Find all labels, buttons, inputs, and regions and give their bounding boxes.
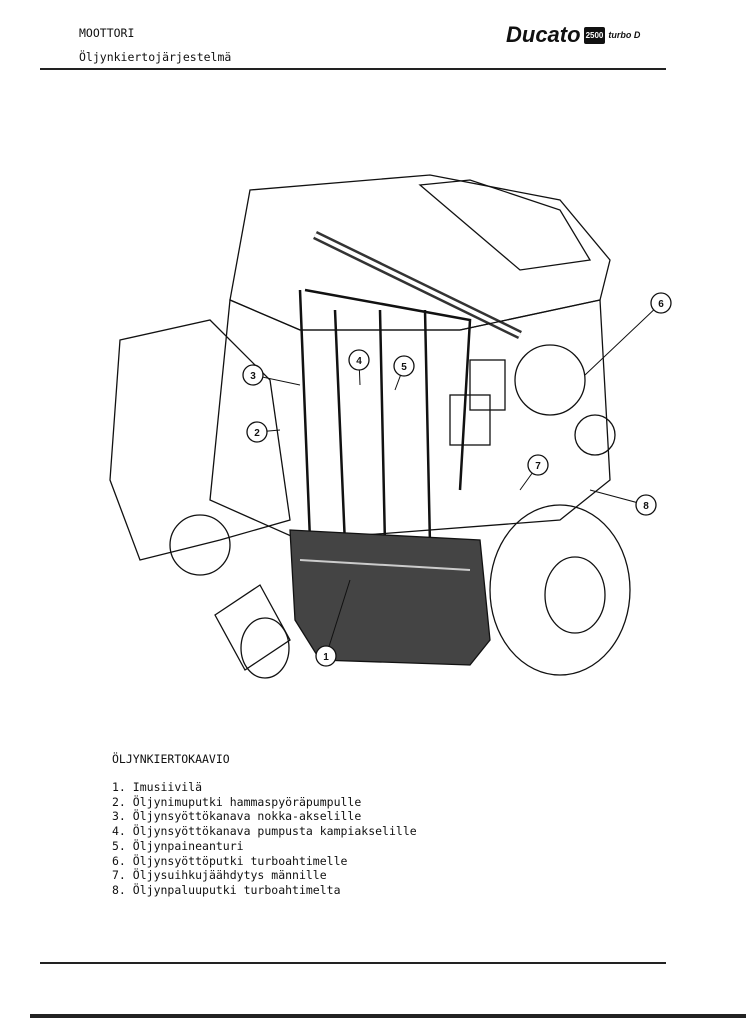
vacuum-pump: [169, 514, 231, 576]
legend-text: Öljynsyöttökanava pumpusta kampiakselill…: [132, 824, 417, 839]
legend-text: Öljynpaluuputki turboahtimelta: [132, 882, 341, 897]
svg-text:2: 2: [254, 428, 260, 439]
legend-number: 6.: [112, 853, 126, 868]
page-edge-line: [30, 1014, 746, 1018]
legend-item: 6. Öljynsyöttöputki turboahtimelle: [112, 854, 417, 869]
callout-4: 4: [348, 349, 370, 371]
oil-pan: [289, 529, 491, 666]
svg-text:4: 4: [356, 356, 362, 367]
ducato-logo: Ducato 2500 turbo D: [506, 22, 640, 48]
cam-cover-top: [418, 179, 592, 271]
section-title: MOOTTORI: [79, 26, 135, 40]
legend-number: 3.: [112, 809, 126, 824]
callout-2: 2: [246, 421, 268, 443]
callout-1: 1: [315, 645, 337, 667]
callout-6: 6: [650, 292, 672, 314]
svg-text:7: 7: [535, 461, 541, 472]
legend-item: 3. Öljynsyöttökanava nokka-akselille: [112, 809, 417, 824]
legend-item: 4. Öljynsyöttökanava pumpusta kampiaksel…: [112, 824, 417, 839]
legend-title: ÖLJYNKIERTOKAAVIO: [112, 752, 230, 766]
legend-text: Öljynimuputki hammaspyöräpumpulle: [132, 794, 362, 809]
legend-item: 8. Öljynpaluuputki turboahtimelta: [112, 883, 417, 898]
legend-number: 7.: [112, 868, 126, 883]
flywheel: [489, 504, 631, 676]
callout-7: 7: [527, 454, 549, 476]
callout-5: 5: [393, 355, 415, 377]
injection-pump: [109, 319, 291, 561]
legend-number: 1.: [112, 780, 126, 794]
svg-text:3: 3: [250, 371, 256, 382]
page-subtitle: Öljynkiertojärjestelmä: [79, 50, 232, 64]
oil-passage: [298, 288, 472, 546]
logo-engine-badge: 2500: [583, 26, 606, 44]
legend-text: Öljysuihkujäähdytys männille: [132, 868, 327, 883]
legend-list: 1. Imusiivilä 2. Öljynimuputki hammaspyö…: [112, 780, 417, 898]
legend-item: 1. Imusiivilä: [112, 780, 417, 795]
svg-text:6: 6: [658, 299, 664, 310]
legend-text: Öljynsyöttöputki turboahtimelle: [132, 853, 348, 868]
callout-8: 8: [635, 494, 657, 516]
legend-item: 7. Öljysuihkujäähdytys männille: [112, 868, 417, 883]
legend-number: 8.: [112, 882, 126, 897]
cam-cover: [229, 174, 611, 331]
legend-item: 5. Öljynpaineanturi: [112, 839, 417, 854]
legend-text: Öljynpaineanturi: [132, 838, 244, 853]
footer-divider: [40, 962, 666, 964]
engine-block: [209, 299, 611, 541]
legend-text: Öljynsyöttökanava nokka-akselille: [132, 809, 362, 824]
legend-text: Imusiivilä: [132, 780, 203, 794]
legend-number: 2.: [112, 794, 126, 809]
header-divider: [40, 68, 666, 70]
logo-variant: turbo D: [608, 30, 641, 40]
callout-3: 3: [242, 364, 264, 386]
piston: [469, 359, 506, 411]
legend-number: 4.: [112, 824, 126, 839]
oil-filter: [214, 584, 291, 679]
turbocharger: [514, 344, 586, 416]
logo-brand: Ducato: [506, 22, 581, 47]
engine-oil-circuit-diagram: 1 2 3 4 5 6 7 8: [109, 174, 672, 679]
legend-number: 5.: [112, 838, 126, 853]
svg-text:5: 5: [401, 362, 407, 373]
svg-text:8: 8: [643, 501, 649, 512]
legend-item: 2. Öljynimuputki hammaspyöräpumpulle: [112, 795, 417, 810]
svg-text:1: 1: [323, 652, 329, 663]
